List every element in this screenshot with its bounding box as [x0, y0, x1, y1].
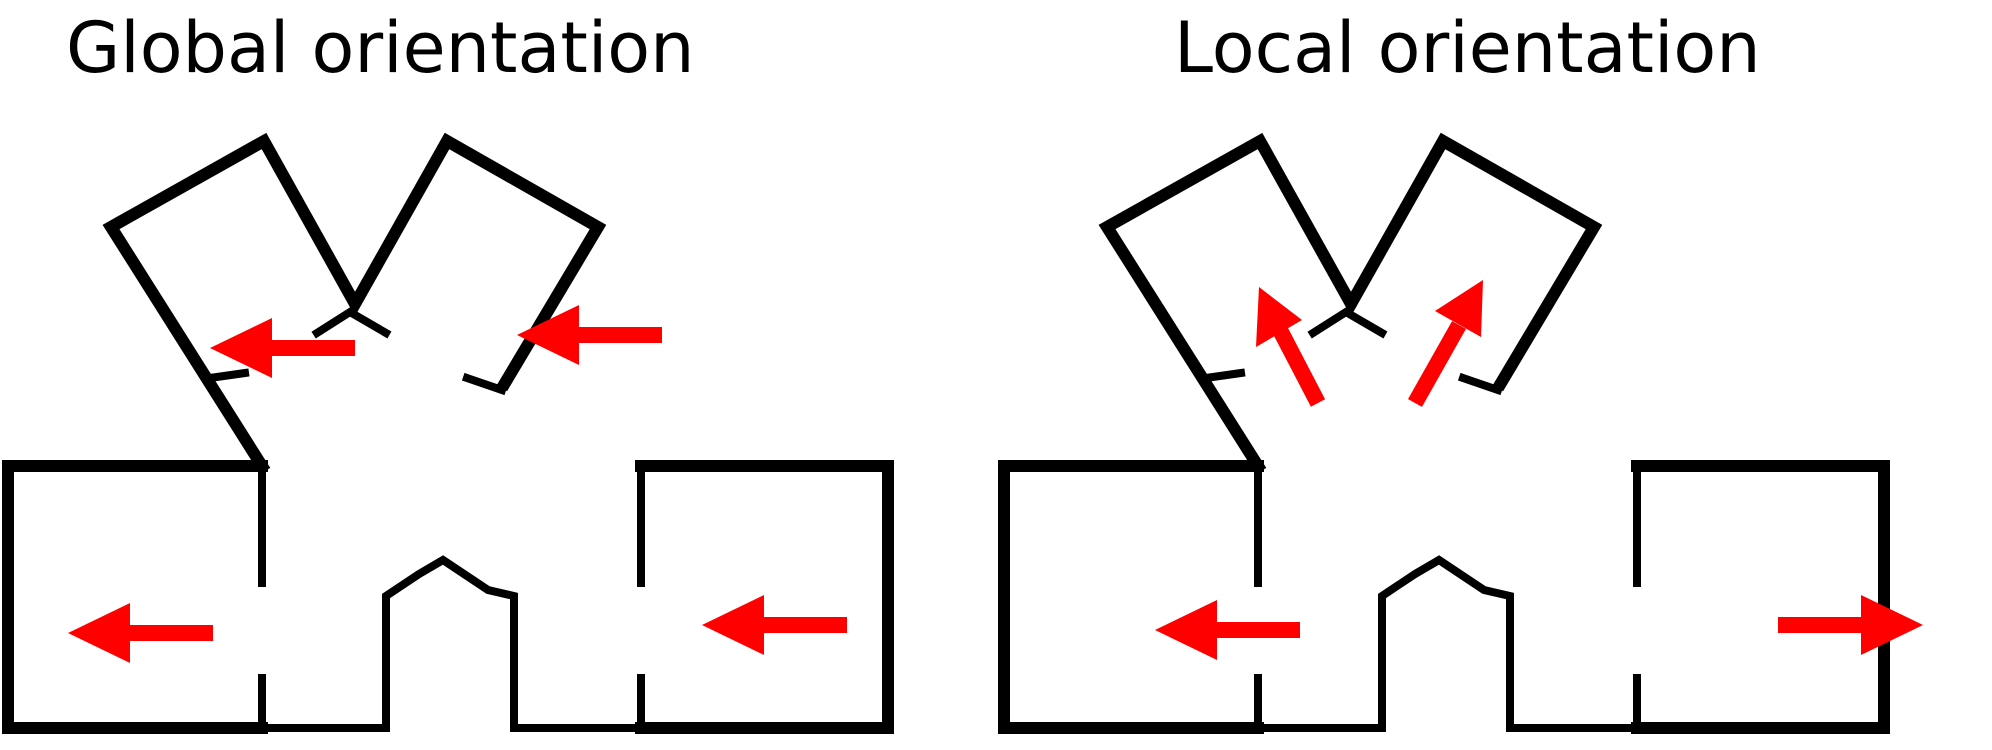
arrow-head: [517, 305, 579, 365]
door-jamb-walls: [258, 462, 645, 732]
panel-title-local: Local orientation: [1174, 7, 1761, 89]
floorplan-walls: [998, 132, 1890, 734]
arrow-head: [1155, 600, 1217, 660]
bottom-left-room-wall: [2, 460, 268, 734]
arrow-upper-right-room: [517, 305, 662, 365]
global-orientation-panel: Global orientation: [2, 7, 894, 734]
upper-rooms-outer-wall: [102, 132, 607, 475]
arrow-head: [1256, 287, 1302, 347]
junction-stub-walls: [205, 307, 508, 396]
junction-stub-walls: [1201, 307, 1504, 396]
arrow-shaft: [1272, 326, 1326, 407]
bottom-right-room-wall: [635, 460, 894, 734]
bottom-right-room-wall: [1631, 460, 1890, 734]
arrow-shaft: [1408, 321, 1466, 407]
door-jamb-walls: [1254, 462, 1641, 732]
arrow-upper-left-room: [210, 318, 355, 378]
arrow-bottom-right-room: [702, 595, 847, 655]
arrow-head: [1861, 595, 1923, 655]
local-orientation-panel: Local orientation: [996, 0, 1992, 750]
bottom-left-room-wall: [998, 460, 1264, 734]
bottom-notch-wall: [1254, 555, 1641, 732]
bottom-notch-wall: [258, 555, 645, 732]
arrow-bottom-left-room: [1155, 600, 1300, 660]
orientation-arrows: [1155, 280, 1923, 660]
arrow-head: [210, 318, 272, 378]
orientation-arrows: [68, 305, 847, 663]
arrow-head: [68, 603, 130, 663]
arrow-upper-right-room: [1408, 280, 1483, 407]
arrow-head: [1435, 280, 1483, 337]
arrow-upper-left-room: [1256, 287, 1326, 407]
arrow-head: [702, 595, 764, 655]
arrow-bottom-right-room: [1778, 595, 1923, 655]
upper-rooms-outer-wall: [1098, 132, 1603, 475]
floorplan-global: [2, 132, 894, 734]
floorplan-walls: [2, 132, 894, 734]
panel-title-global: Global orientation: [66, 7, 695, 89]
floorplan-local: [998, 132, 1923, 734]
arrow-bottom-left-room: [68, 603, 213, 663]
